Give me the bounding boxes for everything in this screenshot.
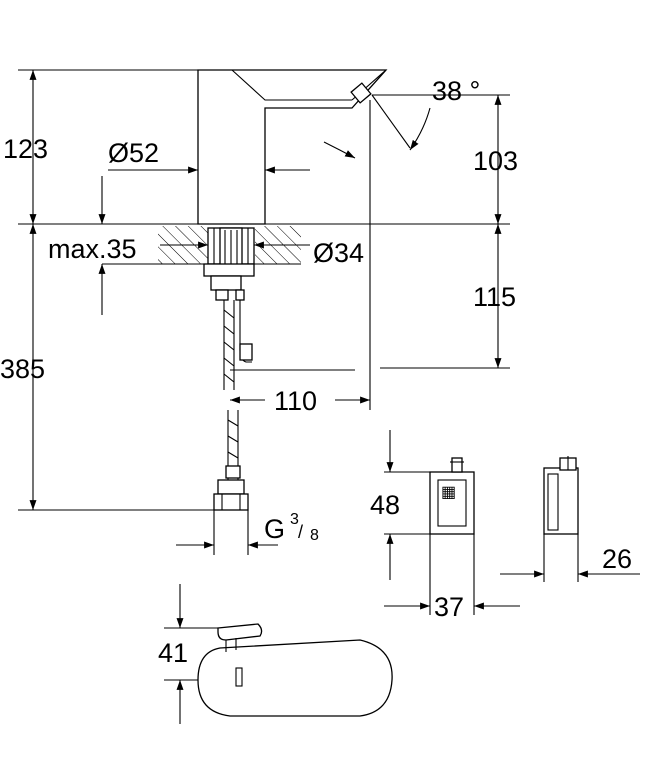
dim-115: 115 <box>473 282 516 312</box>
dim-123: 123 <box>3 134 48 164</box>
dim-thread-num: 3 <box>290 511 299 528</box>
dim-thread-slash: / <box>298 522 303 542</box>
mounting-shank <box>203 227 255 301</box>
dimension-labels: 123 Ø52 max.35 Ø34 38 ° 103 115 385 110 … <box>0 76 518 544</box>
dim-max-35: max.35 <box>48 234 137 264</box>
dim-26: 26 <box>602 544 632 574</box>
faucet-body <box>197 69 388 225</box>
spout-top-view: 41 <box>158 584 393 724</box>
dim-385: 385 <box>0 354 45 384</box>
brand-mark: ▦ <box>441 484 456 501</box>
control-box-front: ▦ 48 37 <box>370 430 520 622</box>
dim-diameter-34: Ø34 <box>313 238 364 268</box>
dim-103: 103 <box>473 146 518 176</box>
dim-37: 37 <box>434 592 464 622</box>
dim-48: 48 <box>370 490 400 520</box>
supply-hose <box>213 300 253 511</box>
control-box-side: 26 <box>500 456 640 582</box>
dim-thread-g: G <box>264 514 285 544</box>
dim-angle-38: 38 ° <box>432 76 480 106</box>
dim-thread-den: 8 <box>310 527 319 544</box>
dim-110: 110 <box>274 386 317 416</box>
dimension-lines <box>18 69 510 555</box>
dim-41: 41 <box>158 638 188 668</box>
dim-diameter-52: Ø52 <box>108 138 159 168</box>
